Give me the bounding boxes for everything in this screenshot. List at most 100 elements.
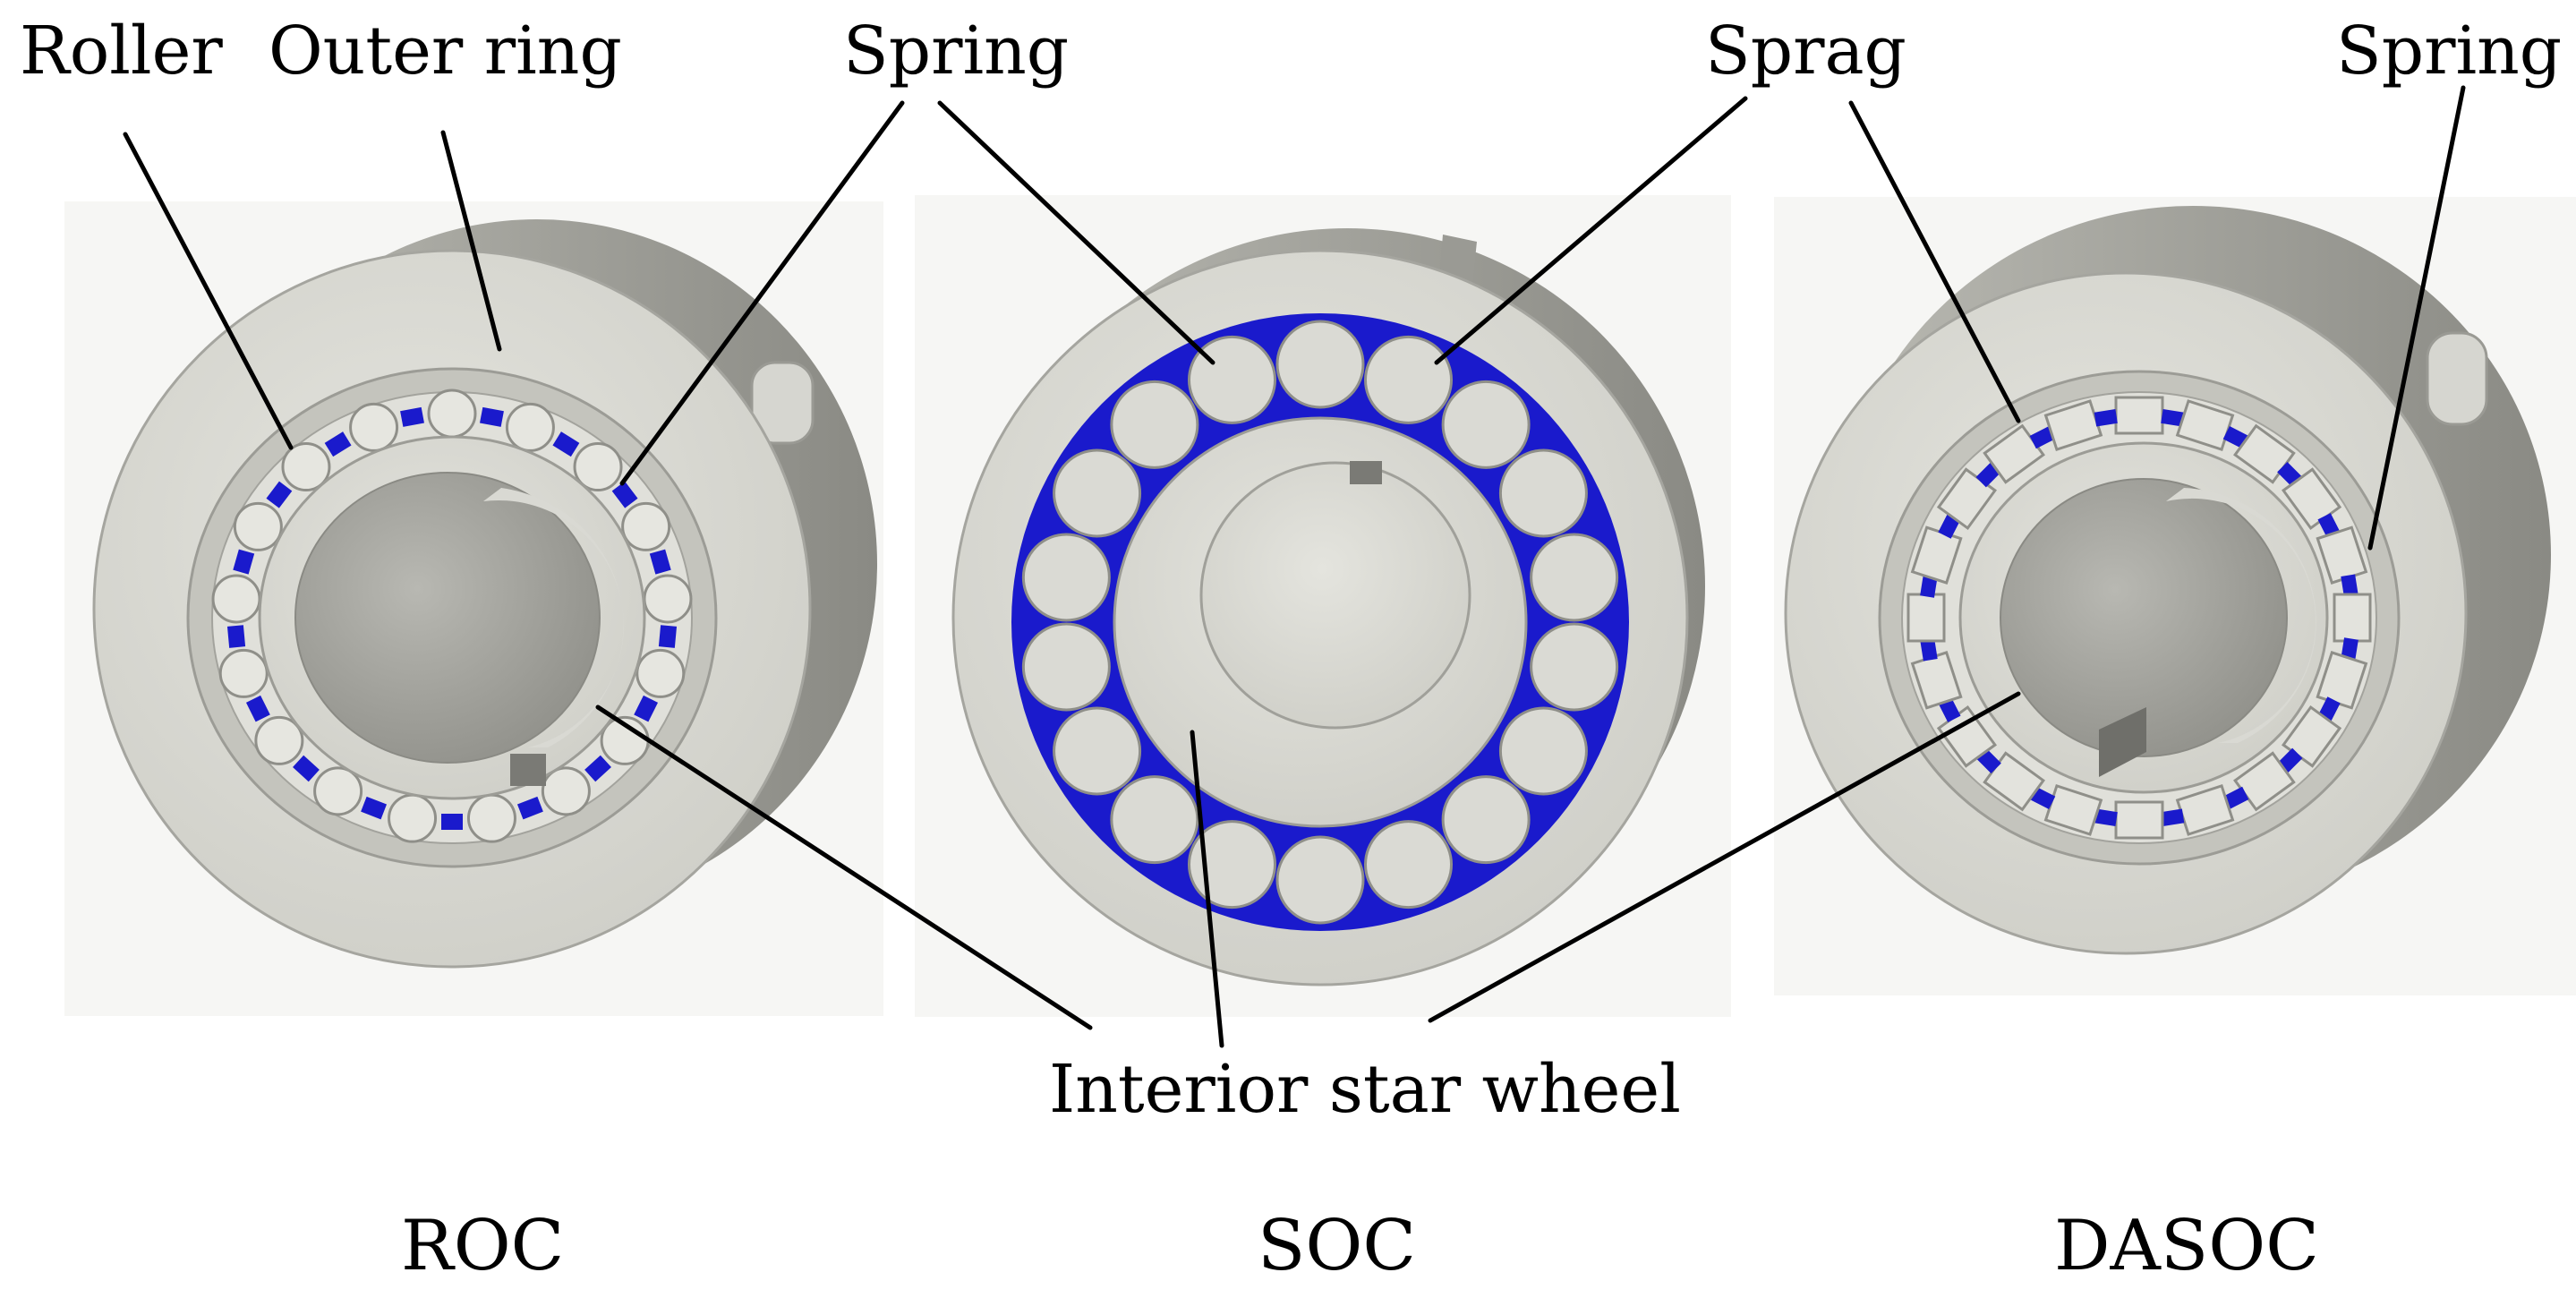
dasoc-sprag-group [1906, 396, 2372, 840]
soc-sprag [1498, 448, 1588, 538]
soc-sprag [1530, 533, 1619, 622]
label-spring-left: Spring [843, 13, 1069, 90]
dasoc-sprag [1906, 593, 1946, 643]
roc-clutch-illustration [92, 219, 877, 969]
soc-sprag [1441, 775, 1531, 865]
roc-roller [218, 648, 269, 698]
dasoc-spring [2341, 637, 2358, 662]
soc-sprag [1530, 622, 1619, 712]
label-roller: Roller [20, 13, 223, 90]
soc-notch [1439, 235, 1477, 285]
roc-spring [324, 431, 352, 457]
roc-star-wheel-bore [294, 472, 601, 764]
roc-spring [400, 406, 424, 427]
soc-sprag [1021, 622, 1111, 712]
roc-roller [233, 501, 283, 551]
soc-sprag [1021, 533, 1111, 622]
leader-star-wheel-roc [595, 705, 1093, 1030]
roc-roller [349, 402, 399, 452]
roc-spring [480, 406, 504, 427]
roc-roller-group [211, 389, 693, 843]
soc-star-wheel-bore [1199, 461, 1471, 730]
roc-spring [245, 695, 270, 722]
roc-roller [573, 442, 623, 492]
roc-roller [466, 793, 516, 843]
roc-roller [388, 793, 438, 843]
roc-key-tab [750, 361, 815, 445]
roc-roller [541, 766, 591, 816]
roc-roller [281, 442, 331, 492]
leader-roller [123, 132, 294, 450]
roc-spring [233, 549, 255, 575]
leader-star-wheel-soc [1190, 730, 1224, 1048]
leader-spring-left-roc [619, 100, 905, 486]
soc-sprag-group [1021, 320, 1619, 925]
roc-keyway [510, 754, 546, 786]
leader-lines [123, 85, 2466, 1048]
roc-spring [634, 695, 659, 722]
roc-spring [441, 814, 463, 830]
roc-roller [621, 501, 671, 551]
soc-sprag [1364, 820, 1454, 909]
roc-roller [313, 766, 363, 816]
dasoc-spring [1920, 637, 1938, 662]
dasoc-spring [2094, 808, 2118, 826]
dasoc-spring [2222, 786, 2249, 809]
roc-roller [211, 574, 261, 624]
leader-outer-ring [440, 130, 502, 352]
roc-spring [361, 796, 388, 820]
soc-clutch-illustration [951, 228, 1705, 986]
dasoc-spring [2161, 409, 2185, 427]
soc-keyway [1350, 461, 1382, 484]
dasoc-spring [2161, 808, 2185, 826]
roc-spring [611, 481, 638, 508]
roc-spring [552, 431, 580, 457]
label-outer-ring: Outer ring [269, 13, 622, 90]
leader-spring-right [2367, 85, 2466, 551]
dasoc-sprag [2114, 800, 2164, 840]
leader-star-wheel-dasoc [1428, 691, 2021, 1023]
leader-sprag-soc [1434, 96, 1748, 365]
dasoc-spring [2094, 409, 2118, 427]
dasoc-clutch-illustration [1784, 206, 2551, 955]
roc-roller [505, 402, 555, 452]
roc-spring [584, 755, 611, 782]
roc-spring [266, 481, 293, 508]
soc-sprag [1275, 835, 1365, 925]
label-sprag: Sprag [1705, 13, 1906, 90]
roc-spring [649, 549, 671, 575]
roc-spring [293, 755, 320, 782]
roc-spring [516, 796, 543, 820]
roc-spring [226, 625, 246, 648]
dasoc-key-tab [2426, 331, 2488, 426]
leader-sprag-dasoc [1848, 100, 2021, 423]
caption-roc: ROC [401, 1206, 564, 1286]
soc-sprag [1498, 706, 1588, 796]
roc-roller [254, 715, 304, 765]
soc-sprag [1110, 775, 1199, 865]
soc-sprag [1053, 706, 1142, 796]
roc-roller [643, 574, 693, 624]
dasoc-sprag [2333, 593, 2372, 643]
soc-sprag [1053, 448, 1142, 538]
dasoc-spring [2029, 426, 2056, 449]
soc-sprag [1110, 380, 1199, 469]
soc-sprag [1275, 320, 1365, 409]
roc-roller [427, 389, 477, 439]
dasoc-star-wheel-bore [2000, 478, 2288, 757]
dasoc-sprag [2114, 396, 2164, 435]
roc-spring [658, 625, 678, 648]
label-spring-right: Spring [2336, 13, 2562, 90]
dasoc-spring [1920, 574, 1938, 598]
soc-sprag [1187, 820, 1276, 909]
caption-dasoc: DASOC [2054, 1206, 2319, 1286]
soc-sprag [1364, 335, 1454, 424]
soc-sprag [1441, 380, 1531, 469]
roc-roller [635, 648, 686, 698]
dasoc-spring [2341, 574, 2358, 598]
caption-soc: SOC [1258, 1206, 1416, 1286]
label-interior-star-wheel: Interior star wheel [1049, 1051, 1681, 1128]
dasoc-keyway [2099, 707, 2146, 777]
leader-spring-left-soc [937, 100, 1215, 365]
